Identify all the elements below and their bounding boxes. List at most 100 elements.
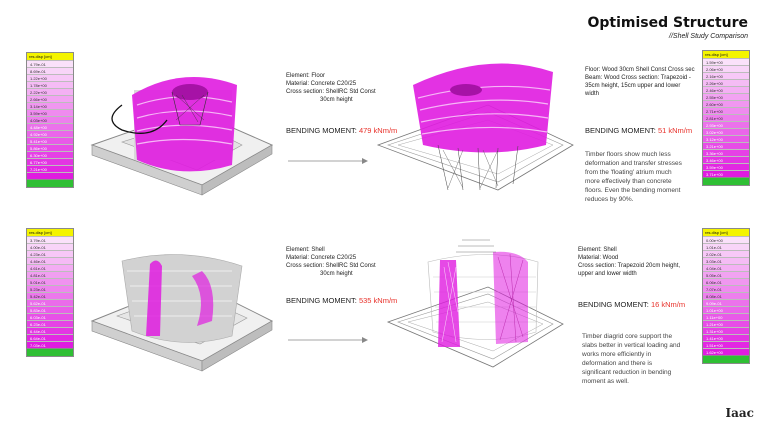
legend-row: 3.79e-01 <box>27 236 73 243</box>
timber-shell-info: Element: Shell Material: Wood Cross sect… <box>578 246 680 278</box>
legend-row: 3.21e+00 <box>703 142 749 149</box>
legend-row <box>27 172 73 179</box>
legend-row: 2.46e+00 <box>703 86 749 93</box>
legend-row: 7.21e+00 <box>27 165 73 172</box>
cross-section-width: upper and lower width <box>578 271 637 277</box>
legend-row: 1.01e+00 <box>703 306 749 313</box>
legend-green-bar <box>27 179 73 187</box>
element-label: Element: Shell <box>578 247 617 253</box>
element-label: Element: Shell <box>286 247 325 253</box>
cross-section-height: 30cm height <box>320 271 353 277</box>
legend-row: 2.22e+00 <box>27 88 73 95</box>
legend-row: 5.42e-01 <box>27 292 73 299</box>
concrete-floor-info: Element: Floor Material: Concrete C20/25… <box>286 72 376 104</box>
timber-floor-info: Floor: Wood 30cm Shell Const Cross sec B… <box>585 66 695 98</box>
beam-spec-cont: 35cm height, 15cm upper and lower <box>585 83 681 89</box>
legend-row: 6.06e-01 <box>703 278 749 285</box>
legend-row: 4.46e-01 <box>27 257 73 264</box>
legend-row: 8.69e-01 <box>27 67 73 74</box>
legend-row: 2.93e+00 <box>703 121 749 128</box>
legend-row: 8.08e-01 <box>703 292 749 299</box>
legend-header: res.disp [cm] <box>27 53 73 60</box>
legend-row: 2.26e+00 <box>703 79 749 86</box>
timber-shell-model <box>386 239 564 368</box>
bending-moment-label: BENDING MOMENT: <box>286 126 357 135</box>
legend-header: res.disp [cm] <box>27 229 73 236</box>
bending-moment-value: 51 kNm/m <box>657 126 693 135</box>
legend-row: 1.01e-01 <box>703 243 749 250</box>
legend-row: 1.11e+00 <box>703 313 749 320</box>
legend-row: 4.04e-01 <box>703 264 749 271</box>
legend-row: 3.59e+00 <box>703 163 749 170</box>
legend-row: 9.09e-01 <box>703 299 749 306</box>
concrete-shell-bending-moment: BENDING MOMENT: 535 kNm/m <box>286 296 397 305</box>
legend-row: 1.59e+00 <box>703 58 749 65</box>
legend-green-bar <box>703 177 749 185</box>
legend-row: 6.44e-01 <box>27 327 73 334</box>
legend-row: 2.66e+00 <box>27 95 73 102</box>
legend-row: 1.31e+00 <box>703 327 749 334</box>
bending-moment-label: BENDING MOMENT: <box>585 126 656 135</box>
legend-header: res.disp [cm] <box>703 51 749 58</box>
timber-floor-bending-moment: BENDING MOMENT: 51 kNm/m <box>585 126 692 135</box>
material-label: Material: Concrete C20/25 <box>286 81 357 87</box>
legend-row: 4.92e+00 <box>27 130 73 137</box>
concrete-floor-bending-moment: BENDING MOMENT: 479 kNm/m <box>286 126 397 135</box>
legend-green-bar <box>703 355 749 363</box>
bending-moment-label: BENDING MOMENT: <box>578 300 649 309</box>
cross-section-label: Cross section: ShellRC Std Const <box>286 263 376 269</box>
legend-row: 5.23e-01 <box>27 285 73 292</box>
legend-row: 4.48e+00 <box>27 123 73 130</box>
legend-row: 6.30e+00 <box>27 151 73 158</box>
legend-row: 3.03e-01 <box>703 257 749 264</box>
legend-row: 4.00e-01 <box>27 243 73 250</box>
timber-shell-bending-moment: BENDING MOMENT: 16 kNm/m <box>578 300 685 309</box>
legend-row: 1.62e+00 <box>703 348 749 355</box>
material-label: Material: Wood <box>578 255 619 261</box>
legend-header: res.disp [cm] <box>703 229 749 236</box>
legend-row: 5.83e-01 <box>27 306 73 313</box>
bending-moment-label: BENDING MOMENT: <box>286 296 357 305</box>
legend-row: 5.62e-01 <box>27 299 73 306</box>
legend-row: 5.86e+00 <box>27 144 73 151</box>
legend-row: 6.77e+00 <box>27 158 73 165</box>
legend-row: 3.36e+00 <box>703 149 749 156</box>
legend-row: 1.51e+00 <box>703 341 749 348</box>
legend-row: 1.78e+00 <box>27 81 73 88</box>
bending-moment-value: 479 kNm/m <box>358 126 398 135</box>
legend-row: 5.01e-01 <box>27 278 73 285</box>
legend-row: 7.07e-01 <box>703 285 749 292</box>
page-subtitle: //Shell Study Comparison <box>669 33 748 40</box>
legend-row: 7.03e-01 <box>27 341 73 348</box>
legend-row: 3.71e+00 <box>703 170 749 177</box>
legend-row: 0.00e+00 <box>703 236 749 243</box>
floor-spec: Floor: Wood 30cm Shell Const Cross sec <box>585 67 695 73</box>
element-label: Element: Floor <box>286 73 326 79</box>
legend-row: 4.79e-01 <box>27 60 73 67</box>
legend-row: 6.03e-01 <box>27 313 73 320</box>
legend-row: 1.41e+00 <box>703 334 749 341</box>
beam-spec-cont: width <box>585 91 600 97</box>
cross-section-height: 30cm height <box>320 97 353 103</box>
cross-section-label: Cross section: Trapezoid 20cm height, <box>578 263 681 269</box>
iaac-logo: Iaac <box>725 406 754 420</box>
cross-section-label: Cross section: ShellRC Std Const <box>286 89 376 95</box>
legend-row: 2.60e+00 <box>703 100 749 107</box>
timber-shell-description: Timber diagrid core support the slabs be… <box>582 333 681 385</box>
legend-row: 3.02e+00 <box>703 128 749 135</box>
legend-row: 4.23e-01 <box>27 250 73 257</box>
legend-row: 5.05e-01 <box>703 271 749 278</box>
legend-row: 2.02e-01 <box>703 250 749 257</box>
arrow-right-icon <box>288 158 368 164</box>
timber-floor-model <box>376 63 574 191</box>
page-title: Optimised Structure <box>587 15 748 31</box>
legend-row: 2.16e+00 <box>703 72 749 79</box>
bending-moment-value: 16 kNm/m <box>650 300 686 309</box>
